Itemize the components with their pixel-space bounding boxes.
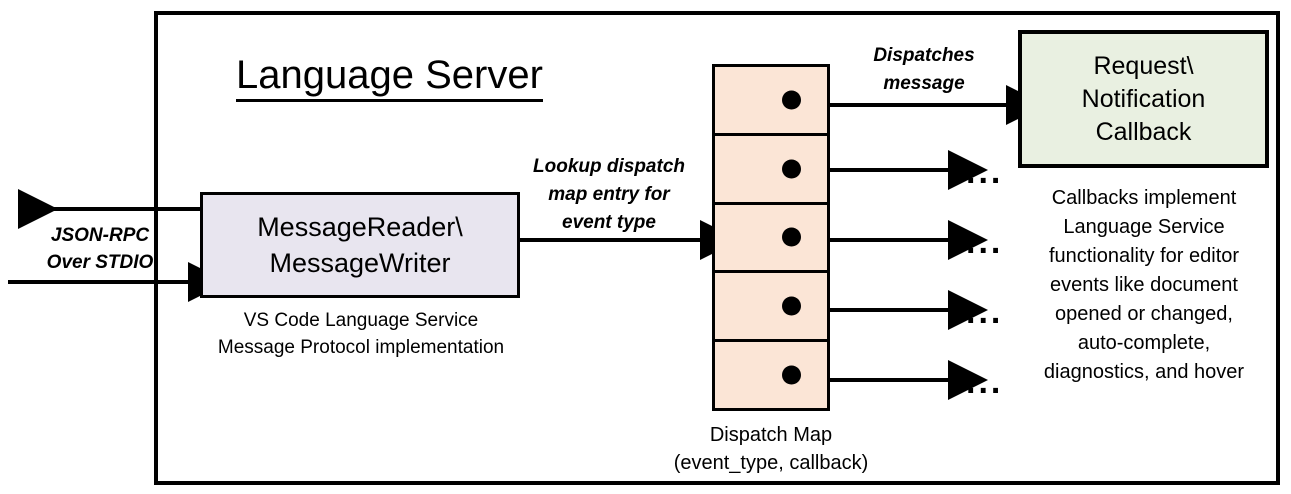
page-title: Language Server	[236, 52, 656, 102]
callback-caption-line-7: diagnostics, and hover	[1043, 361, 1245, 383]
dispatches-label-line-1: Dispatches	[873, 45, 975, 66]
callback-box-line-1: Request\	[1093, 51, 1194, 80]
dispatch-map-row[interactable]	[715, 342, 827, 408]
ellipsis-row-2: ...	[966, 153, 1004, 191]
callback-dot-icon	[782, 90, 801, 110]
dispatch-map-row[interactable]	[715, 67, 827, 136]
ellipsis-row-5: ...	[966, 363, 1004, 401]
callback-caption-line-6: auto-complete,	[1077, 332, 1211, 354]
message-writer-label: MessageWriter	[269, 248, 451, 278]
json-rpc-channel-label: JSON-RPC Over STDIO	[30, 222, 170, 276]
message-reader-caption-line-1: VS Code Language Service	[243, 310, 479, 331]
callback-dot-icon	[782, 296, 801, 316]
callback-dot-icon	[782, 365, 801, 385]
dispatches-message-edge-label: Dispatches message	[838, 42, 1010, 98]
ellipsis-row-4: ...	[966, 293, 1004, 331]
json-rpc-label-line-2: Over STDIO	[46, 252, 154, 273]
callback-dot-icon	[782, 159, 801, 179]
dispatch-map-row[interactable]	[715, 136, 827, 205]
dispatch-map-caption-line-2: (event_type, callback)	[673, 452, 869, 474]
message-reader-label: MessageReader\	[257, 212, 463, 242]
callback-caption-line-4: events like document	[1050, 274, 1238, 296]
dispatch-map-table[interactable]	[712, 64, 830, 411]
page-title-text: Language Server	[236, 53, 543, 102]
dispatch-map-caption: Dispatch Map (event_type, callback)	[640, 421, 902, 477]
lookup-label-line-1: Lookup dispatch	[533, 156, 685, 177]
lookup-label-line-3: event type	[562, 212, 656, 233]
language-server-container	[154, 11, 1280, 485]
dispatch-map-row[interactable]	[715, 205, 827, 274]
callback-box-caption: Callbacks implement Language Service fun…	[1008, 184, 1280, 387]
json-rpc-label-line-1: JSON-RPC	[50, 225, 150, 246]
message-reader-caption: VS Code Language Service Message Protoco…	[186, 307, 536, 361]
dispatch-map-row[interactable]	[715, 273, 827, 343]
callback-caption-line-5: opened or changed,	[1055, 303, 1233, 325]
callback-caption-line-3: functionality for editor	[1048, 245, 1240, 267]
callback-box-line-3: Callback	[1095, 117, 1192, 146]
message-reader-caption-line-2: Message Protocol implementation	[217, 337, 505, 358]
lookup-label-line-2: map entry for	[548, 184, 670, 205]
callback-box-line-2: Notification	[1081, 84, 1206, 113]
callback-caption-line-2: Language Service	[1063, 216, 1225, 238]
dispatch-map-caption-line-1: Dispatch Map	[709, 424, 833, 446]
message-reader-writer-box[interactable]: MessageReader\ MessageWriter	[200, 192, 520, 298]
request-notification-callback-box[interactable]: Request\ Notification Callback	[1018, 30, 1269, 168]
callback-dot-icon	[782, 227, 801, 247]
lookup-dispatch-edge-label: Lookup dispatch map entry for event type	[516, 153, 702, 237]
callback-caption-line-1: Callbacks implement	[1051, 187, 1237, 209]
ellipsis-row-3: ...	[966, 223, 1004, 261]
dispatches-label-line-2: message	[883, 73, 965, 94]
